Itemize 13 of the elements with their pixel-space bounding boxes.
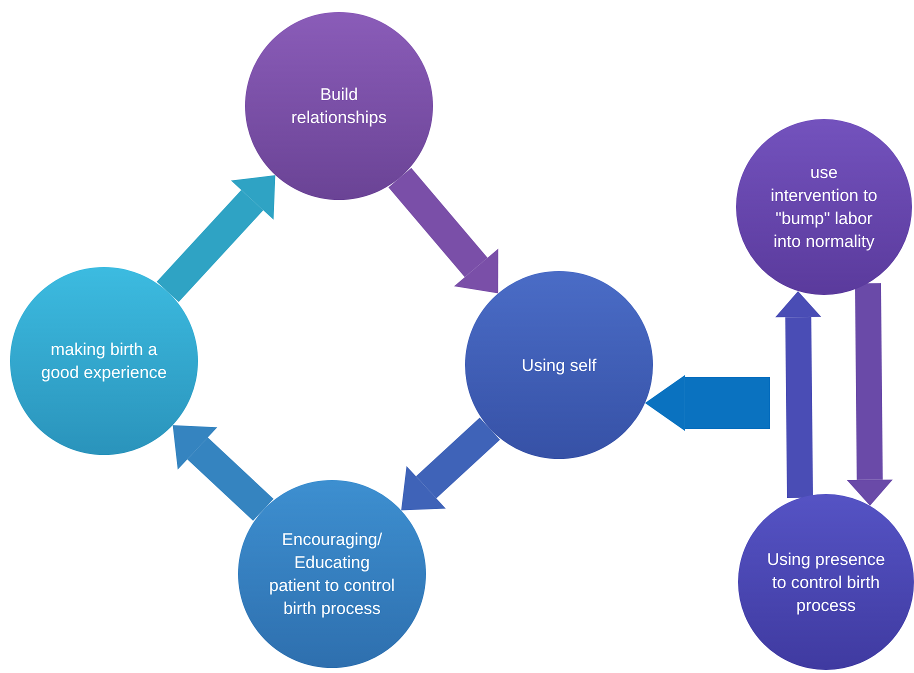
block-arrow <box>775 291 822 498</box>
node-label: Using self <box>520 354 598 376</box>
block-arrow <box>401 418 500 510</box>
block-arrow <box>156 175 276 302</box>
block-arrow <box>644 375 770 431</box>
block-arrow <box>172 425 274 521</box>
block-arrow <box>388 168 498 294</box>
node-label: Build relationships <box>290 84 388 129</box>
node-label: Using presence to control birth process <box>766 548 886 616</box>
node-label: Encouraging/ Educating patient to control birth process <box>268 529 396 620</box>
node-label: making birth a good experience <box>40 339 168 384</box>
block-arrow <box>846 283 893 506</box>
node-label: use intervention to "bump" labor into normality <box>770 162 878 253</box>
